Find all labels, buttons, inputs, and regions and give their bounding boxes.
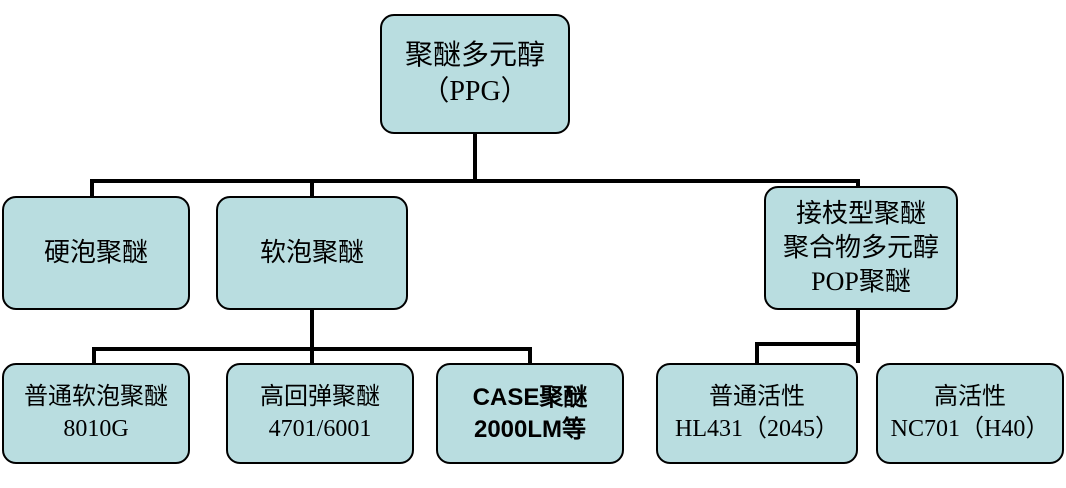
node-case-line2: 2000LM等 [473, 415, 587, 443]
node-ordinary-activity-line1: 普通活性 [709, 384, 805, 411]
node-pop-line3: POP聚醚 [811, 266, 911, 296]
node-high-resilience-line1: 高回弹聚醚 [260, 384, 380, 411]
node-high-resilience-line2: 4701/6001 [268, 415, 372, 442]
node-rigid-foam-polyether: 硬泡聚醚 [2, 196, 190, 310]
node-flexible-foam-polyether: 软泡聚醚 [216, 196, 408, 310]
node-ppg-root: 聚醚多元醇 （PPG） [380, 14, 570, 134]
node-ordinary-activity-line2: HL431（2045） [675, 415, 839, 442]
node-pop-polyether: 接枝型聚醚 聚合物多元醇 POP聚醚 [764, 186, 958, 310]
node-high-resilience-polyether: 高回弹聚醚 4701/6001 [226, 363, 414, 464]
node-ppg-root-line1: 聚醚多元醇 [404, 39, 545, 71]
node-ordinary-flexible-polyether: 普通软泡聚醚 8010G [2, 363, 190, 464]
node-ordinary-flexible-line1: 普通软泡聚醚 [24, 384, 168, 411]
node-high-activity-line2: NC701（H40） [890, 415, 1050, 442]
node-ppg-root-line2: （PPG） [421, 76, 529, 107]
node-pop-line2: 聚合物多元醇 [782, 233, 939, 263]
node-case-line1: CASE聚醚 [472, 384, 588, 412]
node-high-activity-polyether: 高活性 NC701（H40） [876, 363, 1064, 464]
node-high-activity-line1: 高活性 [934, 384, 1006, 411]
node-rigid-foam-label: 硬泡聚醚 [43, 238, 148, 268]
node-case-polyether: CASE聚醚 2000LM等 [436, 363, 624, 464]
node-flexible-foam-label: 软泡聚醚 [259, 238, 364, 268]
node-pop-line1: 接枝型聚醚 [795, 199, 926, 229]
node-ordinary-flexible-line2: 8010G [63, 415, 129, 442]
node-ordinary-activity-polyether: 普通活性 HL431（2045） [656, 363, 858, 464]
